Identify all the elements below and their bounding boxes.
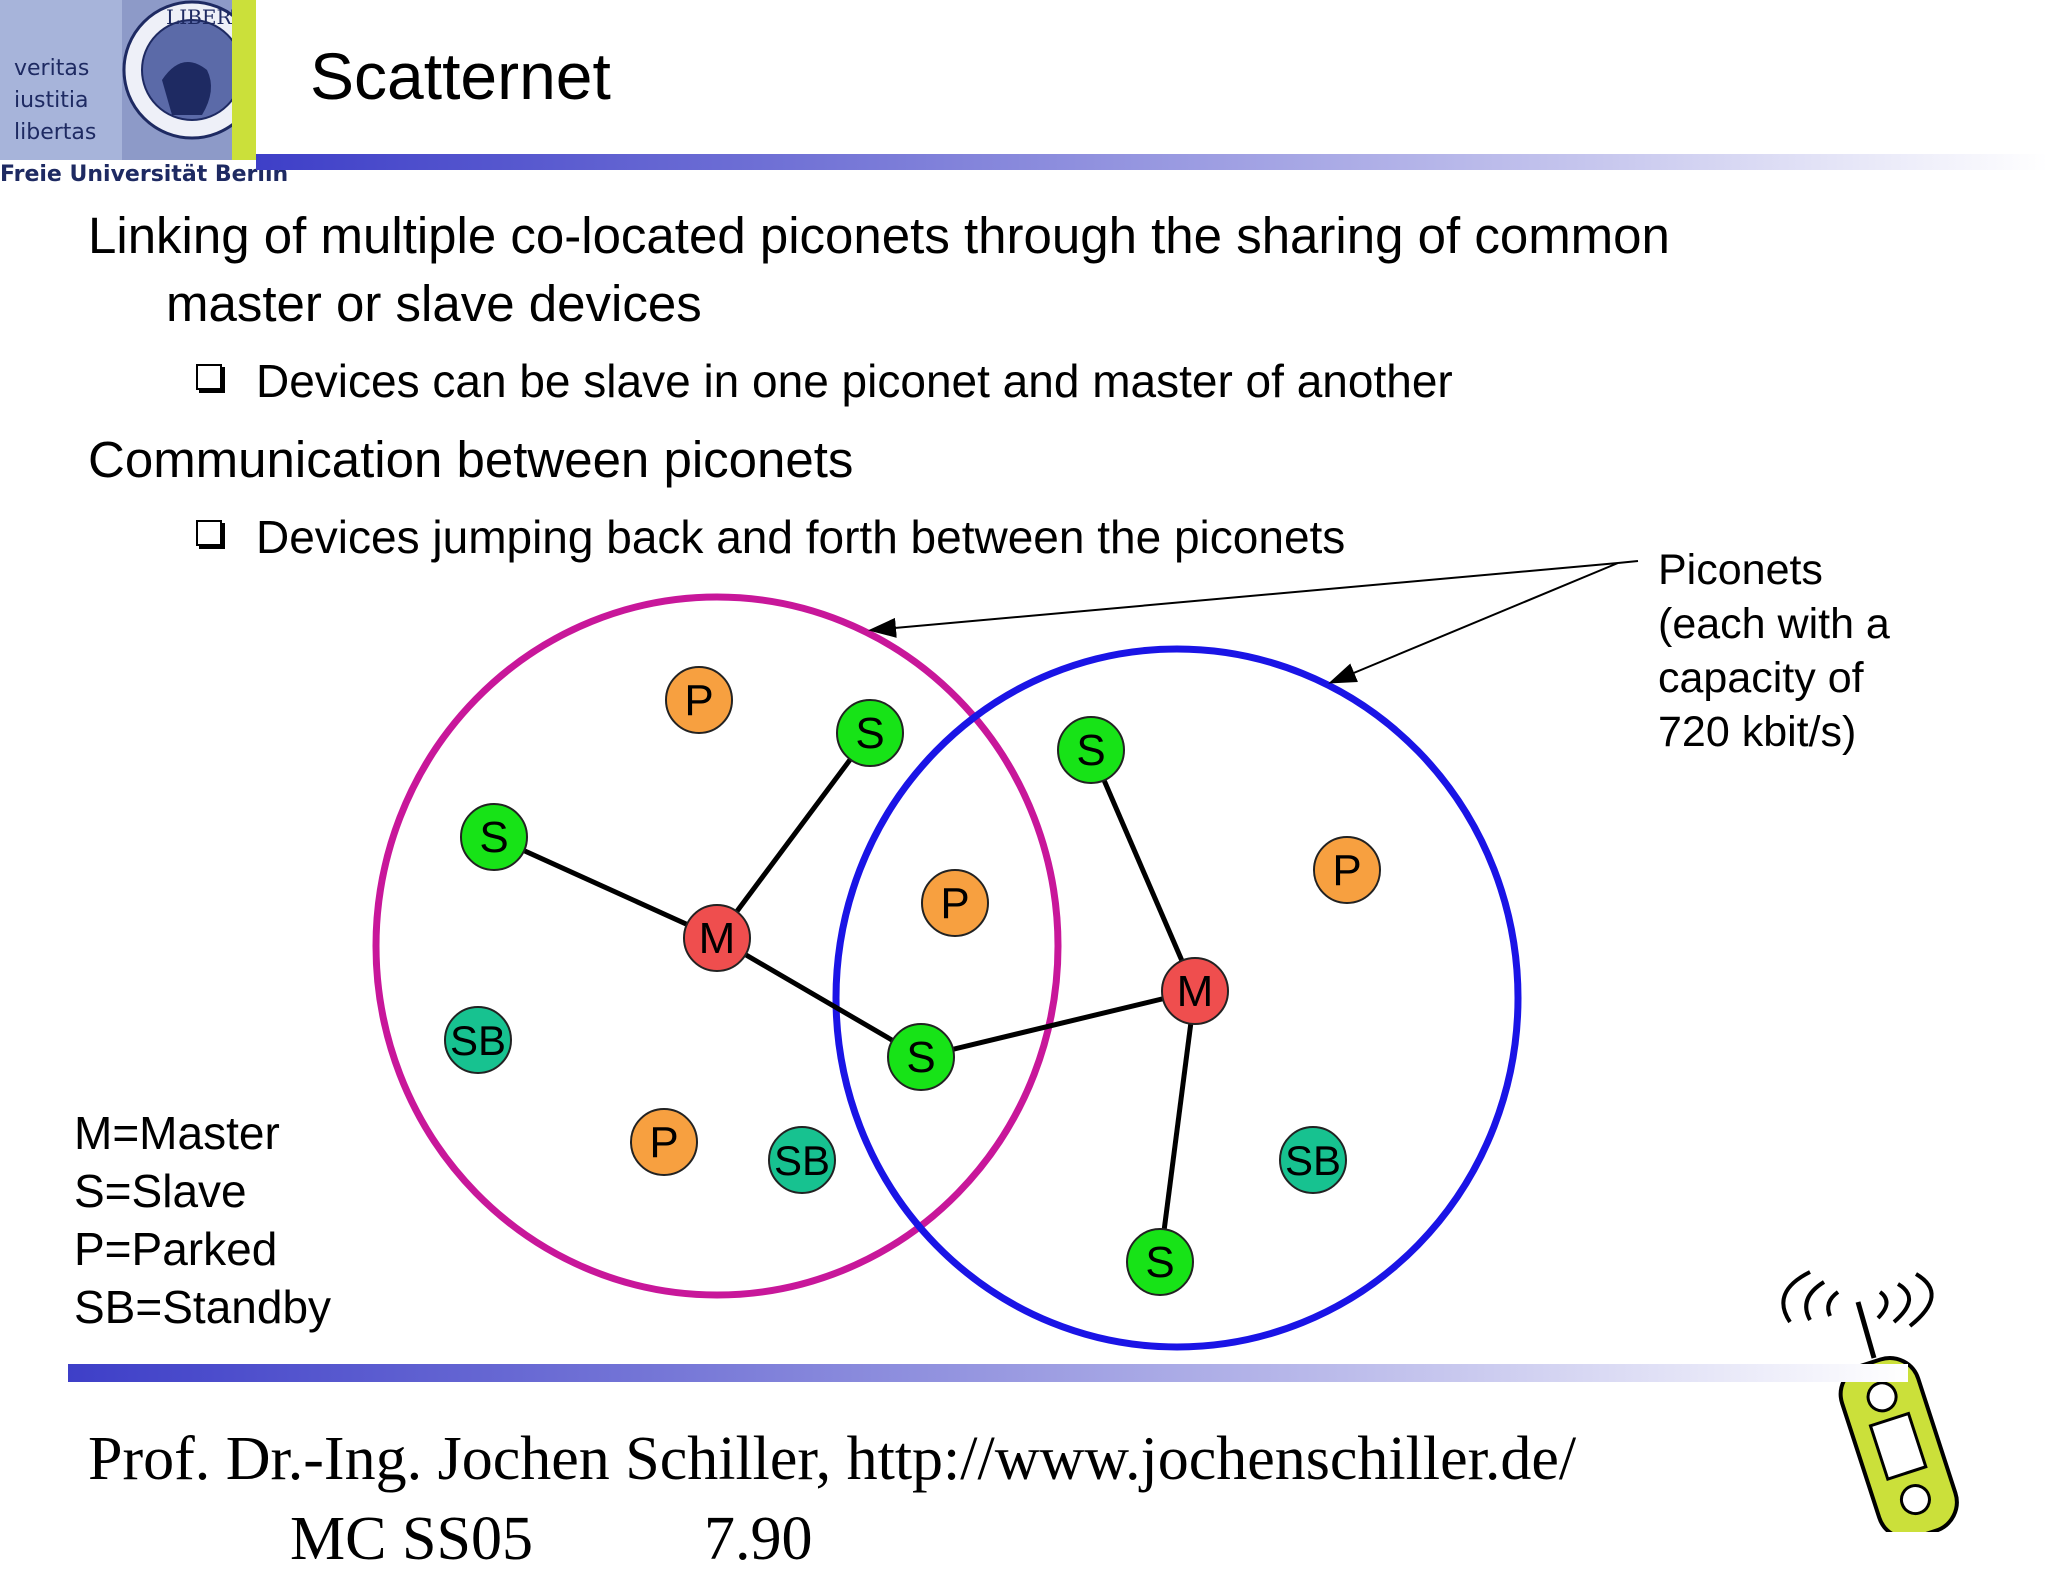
svg-text:S: S <box>1076 726 1105 775</box>
slave-node: S <box>887 1023 955 1091</box>
master-node: M <box>683 904 751 972</box>
master-node: M <box>1161 957 1229 1025</box>
annotation-line-1: Piconets <box>1658 546 1823 594</box>
annotation-line-2: (each with a <box>1658 600 1890 648</box>
arrow-lead-line <box>1617 560 1639 564</box>
legend-master: M=Master <box>74 1107 280 1159</box>
parked-node: P <box>1313 836 1381 904</box>
legend: M=Master S=Slave P=Parked SB=Standby <box>74 1104 331 1336</box>
svg-text:P: P <box>940 879 969 928</box>
parked-node: P <box>630 1108 698 1176</box>
bullet-1-line2: master or slave devices <box>166 275 702 332</box>
university-logo: veritas iustitia libertas LIBERTAS <box>0 0 256 160</box>
motto-veritas: veritas <box>14 56 90 81</box>
svg-text:SB: SB <box>1285 1137 1341 1184</box>
link <box>1088 749 1198 992</box>
right-piconet-circle <box>832 645 1522 1351</box>
seal-icon: LIBERTAS <box>122 0 232 160</box>
sub-bullet-2: Devices jumping back and forth between t… <box>256 511 1346 563</box>
page-title: Scatternet <box>310 39 611 113</box>
standby-node: SB <box>768 1126 836 1194</box>
university-name: Freie Universität Berlin <box>0 162 289 187</box>
footer-author: Prof. Dr.-Ing. Jochen Schiller, http://w… <box>88 1425 1577 1493</box>
sub-bullet-1: Devices can be slave in one piconet and … <box>256 355 1453 407</box>
link <box>715 935 923 1060</box>
seal-text: LIBERTAS <box>166 5 232 29</box>
checkbox-bullet-icon <box>196 520 222 546</box>
parked-node: P <box>921 869 989 937</box>
checkbox-bullet-icon <box>196 364 222 390</box>
link <box>920 988 1196 1060</box>
links <box>492 731 1198 1263</box>
footer-page: 7.90 <box>703 1505 813 1573</box>
svg-text:M: M <box>1177 967 1214 1016</box>
svg-text:S: S <box>906 1033 935 1082</box>
motto-iustitia: iustitia <box>14 88 89 113</box>
link <box>1157 990 1198 1263</box>
link <box>492 834 719 941</box>
bullet-2: Communication between piconets <box>88 431 854 488</box>
svg-text:SB: SB <box>774 1137 830 1184</box>
svg-text:M: M <box>699 914 736 963</box>
slave-node: S <box>1126 1228 1194 1296</box>
standby-node: SB <box>1279 1126 1347 1194</box>
arrow-to-right-piconet <box>1328 562 1619 684</box>
standby-node: SB <box>444 1006 512 1074</box>
slave-node: S <box>1057 716 1125 784</box>
svg-text:S: S <box>479 813 508 862</box>
footer-course: MC SS05 <box>290 1505 533 1573</box>
header-divider <box>256 154 2048 170</box>
annotation-line-3: capacity of <box>1658 654 1865 702</box>
parked-node: P <box>665 666 733 734</box>
logo-green-stripe <box>232 0 256 160</box>
motto-libertas: libertas <box>14 120 97 145</box>
logo-motto-panel: veritas iustitia libertas <box>0 0 122 160</box>
slave-node: S <box>836 699 904 767</box>
legend-parked: P=Parked <box>74 1223 278 1275</box>
bullet-1-line1: Linking of multiple co-located piconets … <box>88 207 1670 264</box>
svg-text:P: P <box>684 676 713 725</box>
legend-slave: S=Slave <box>74 1165 247 1217</box>
svg-text:P: P <box>649 1118 678 1167</box>
svg-text:S: S <box>855 709 884 758</box>
annotation-line-4: 720 kbit/s) <box>1658 708 1856 756</box>
arrow-to-left-piconet <box>868 562 1619 638</box>
slave-node: S <box>460 803 528 871</box>
footer-course-page: MC SS05 7.90 <box>290 1504 812 1575</box>
legend-standby: SB=Standby <box>74 1281 332 1333</box>
svg-text:SB: SB <box>450 1017 506 1064</box>
left-piconet-circle <box>372 593 1062 1299</box>
svg-text:P: P <box>1332 846 1361 895</box>
footer-divider <box>68 1364 1908 1382</box>
mobile-phone-icon <box>1781 1270 1959 1532</box>
link <box>714 731 873 940</box>
svg-text:S: S <box>1145 1238 1174 1287</box>
